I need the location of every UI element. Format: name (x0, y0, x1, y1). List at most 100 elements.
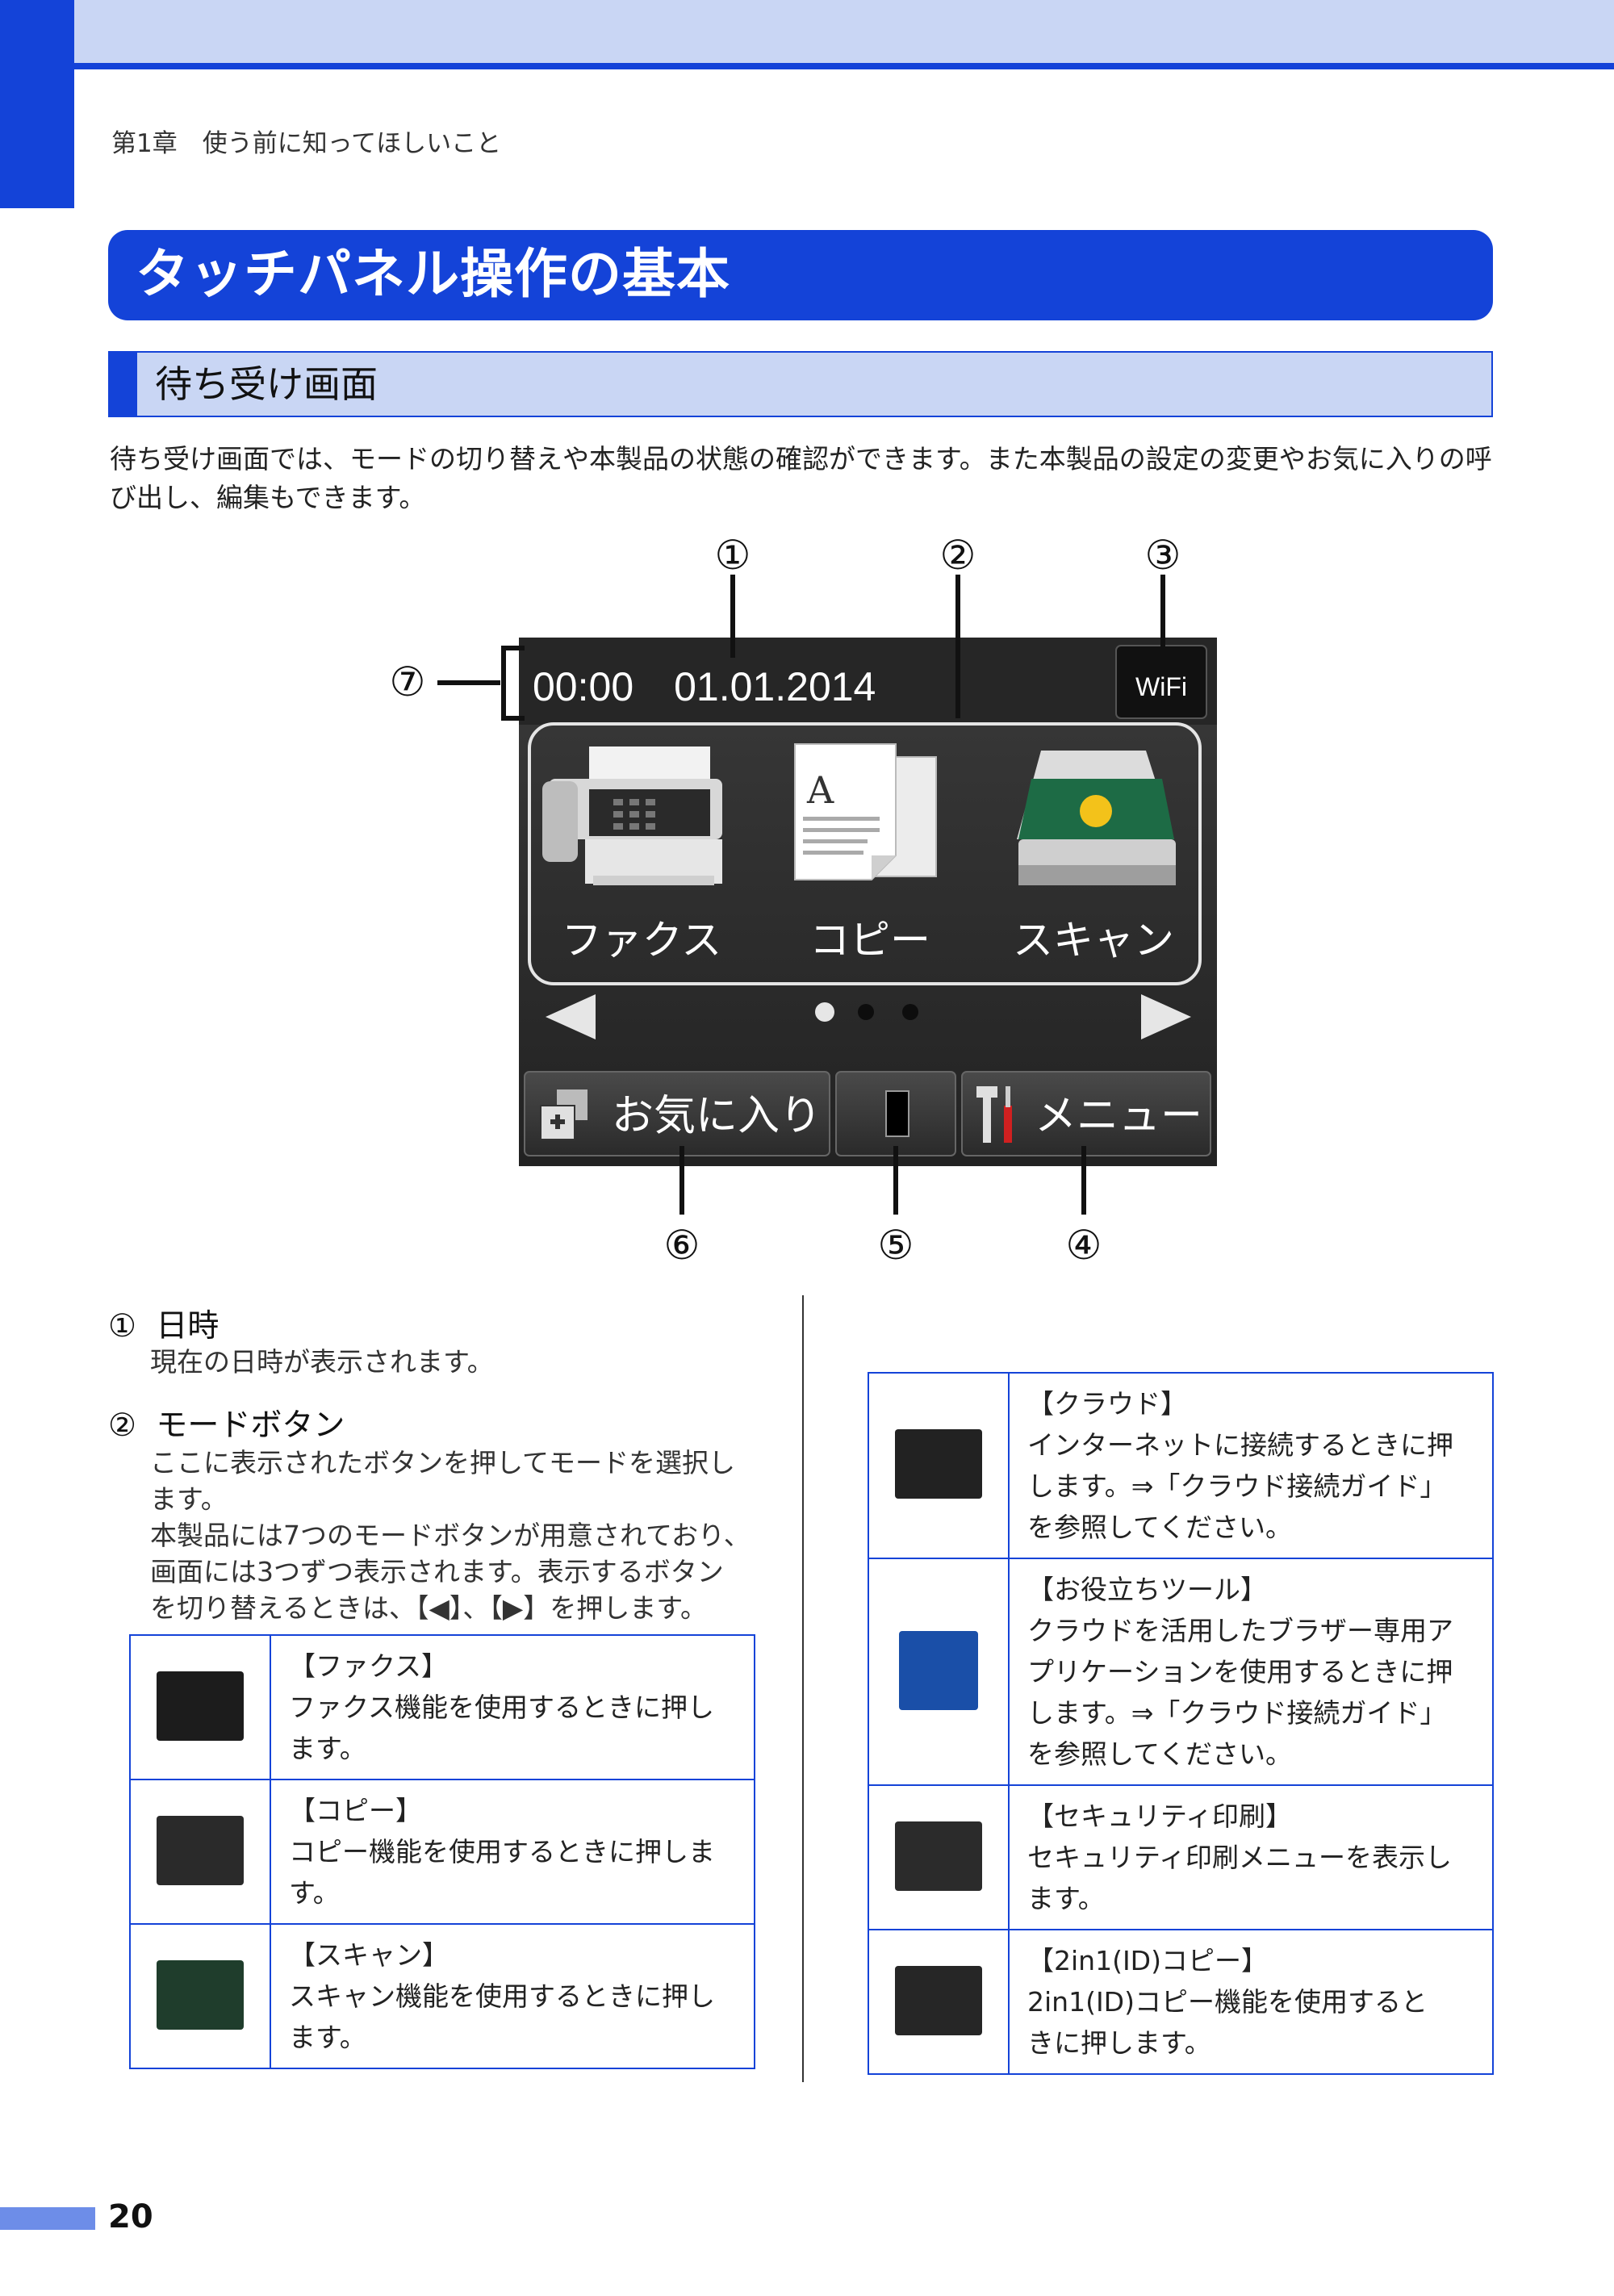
item-2-desc-line: を切り替えるときは、【◀】、【▶】を押します。 (150, 1592, 707, 1624)
intro-text: 待ち受け画面では、モードの切り替えや本製品の状態の確認ができます。また本製品の設… (110, 443, 1492, 513)
table-line: 【セキュリティ印刷】 (1027, 1800, 1293, 1832)
table-line: します。⇒「クラウド接続ガイド」 (1027, 1697, 1447, 1729)
item-2-title: モードボタン (156, 1407, 345, 1444)
column-divider (802, 1295, 804, 2082)
item-1-desc: 現在の日時が表示されます。 (150, 1346, 494, 1378)
chapter-tab (0, 0, 74, 208)
table-line: きに押します。 (1027, 2027, 1211, 2059)
item-2-desc-line: ここに表示されたボタンを押してモードを選択し (150, 1447, 736, 1478)
chapter-label: 第1章 使う前に知ってほしいこと (111, 129, 502, 158)
favorites-label: お気に入り (612, 1092, 822, 1140)
mode-table-right: 【クラウド】 インターネットに接続するときに押 します。⇒「クラウド接続ガイド」… (868, 1372, 1494, 2075)
screen-datetime: 00:00 01.01.2014 (533, 664, 876, 709)
table-icon-cell (129, 1634, 271, 1780)
table-icon-cell (129, 1779, 271, 1925)
item-1-heading: ① 日時 (108, 1301, 219, 1346)
page-title: タッチパネル操作の基本 (136, 243, 730, 305)
table-line: プリケーションを使用するときに押 (1027, 1656, 1453, 1687)
page-dot (902, 1004, 918, 1020)
callout-6: ⑥ (664, 1222, 700, 1269)
table-line: コピー機能を使用するときに押しま (289, 1836, 715, 1867)
fax-icon (157, 1671, 244, 1741)
ink-status-button[interactable] (835, 1071, 956, 1156)
table-row: 【お役立ちツール】 クラウドを活用したブラザー専用ア プリケーションを使用すると… (868, 1558, 1494, 1786)
table-icon-cell (868, 1929, 1010, 2075)
section-bar (108, 351, 1493, 417)
page-number-bar (0, 2207, 95, 2230)
next-arrow-icon[interactable] (1141, 994, 1191, 1039)
ink-cartridge-icon (885, 1090, 909, 1137)
table-line: セキュリティ印刷メニューを表示し (1027, 1842, 1453, 1873)
table-row: 【2in1(ID)コピー】 2in1(ID)コピー機能を使用すると きに押します… (868, 1929, 1494, 2075)
table-text-cell: 【コピー】 コピー機能を使用するときに押しま す。 (270, 1779, 755, 1925)
table-line: クラウドを活用したブラザー専用ア (1027, 1615, 1453, 1646)
item-2-desc-line: 画面には3つずつ表示されます。表示するボタン (150, 1556, 724, 1587)
page-number: 20 (108, 2198, 153, 2235)
favorites-add-icon (540, 1089, 587, 1140)
item-2-desc-line: ます。 (150, 1483, 228, 1515)
table-row: 【スキャン】 スキャン機能を使用するときに押し ます。 (129, 1923, 755, 2069)
table-line: ます。 (289, 1733, 366, 1764)
previous-arrow-icon[interactable] (546, 994, 596, 1039)
table-row: 【セキュリティ印刷】 セキュリティ印刷メニューを表示し ます。 (868, 1784, 1494, 1930)
section-marker (108, 351, 137, 417)
copy-mode-button[interactable]: A コピー (794, 743, 937, 964)
wrench-screwdriver-icon (976, 1086, 1012, 1143)
table-text-cell: 【お役立ちツール】 クラウドを活用したブラザー専用ア プリケーションを使用すると… (1008, 1558, 1494, 1786)
wifi-button[interactable]: WiFi (1115, 645, 1207, 719)
menu-label: メニュー (1035, 1092, 1202, 1140)
id-copy-icon (895, 1965, 982, 2035)
mode-table-left: 【ファクス】 ファクス機能を使用するときに押し ます。 【コピー】 コピー機能を… (129, 1634, 755, 2069)
svg-text:A: A (806, 768, 834, 812)
touch-panel-figure: 00:00 01.01.2014 WiFi ファクス A (390, 532, 1217, 1269)
fax-mode-label: ファクス (562, 917, 722, 964)
table-text-cell: 【クラウド】 インターネットに接続するときに押 します。⇒「クラウド接続ガイド」… (1008, 1372, 1494, 1559)
scan-mode-button[interactable]: スキャン (1013, 751, 1176, 964)
fax-mode-button[interactable]: ファクス (542, 747, 722, 964)
table-line: ファクス機能を使用するときに押し (289, 1692, 715, 1723)
table-text-cell: 【ファクス】 ファクス機能を使用するときに押し ます。 (270, 1634, 755, 1780)
table-line: ます。 (289, 2022, 366, 2053)
favorites-button[interactable]: お気に入り (524, 1071, 830, 1156)
scan-icon (157, 1959, 244, 2030)
top-band (0, 0, 1614, 63)
fax-icon (542, 747, 722, 885)
callout-7: ⑦ (390, 659, 426, 705)
title-bar (108, 230, 1493, 320)
table-text-cell: 【スキャン】 スキャン機能を使用するときに押し ます。 (270, 1923, 755, 2069)
table-line: 【コピー】 (289, 1795, 422, 1826)
callout-2: ② (940, 532, 976, 579)
table-text-cell: 【セキュリティ印刷】 セキュリティ印刷メニューを表示し ます。 (1008, 1784, 1494, 1930)
cloud-icon (895, 1429, 982, 1499)
table-row: 【クラウド】 インターネットに接続するときに押 します。⇒「クラウド接続ガイド」… (868, 1372, 1494, 1559)
table-icon-cell (868, 1558, 1010, 1786)
callout-5: ⑤ (878, 1222, 914, 1269)
wifi-label: WiFi (1135, 672, 1187, 701)
scan-mode-label: スキャン (1013, 917, 1174, 964)
table-line: 【2in1(ID)コピー】 (1027, 1945, 1268, 1976)
table-line: スキャン機能を使用するときに押し (289, 1980, 715, 2012)
item-1-number: ① (108, 1308, 136, 1345)
menu-button[interactable]: メニュー (961, 1071, 1211, 1156)
table-row: 【コピー】 コピー機能を使用するときに押しま す。 (129, 1779, 755, 1925)
callout-1: ① (715, 532, 751, 579)
table-line: を参照してください。 (1027, 1512, 1293, 1543)
copy-mode-label: コピー (809, 917, 930, 964)
table-line: します。⇒「クラウド接続ガイド」 (1027, 1470, 1447, 1502)
copy-icon: A (794, 743, 937, 880)
top-rule (74, 63, 1614, 69)
item-2-desc-line: 本製品には7つのモードボタンが用意されており、 (150, 1520, 751, 1551)
section-title: 待ち受け画面 (155, 362, 378, 406)
table-icon-cell (868, 1372, 1010, 1559)
table-line: 2in1(ID)コピー機能を使用すると (1027, 1986, 1428, 2018)
table-line: インターネットに接続するときに押 (1027, 1429, 1453, 1461)
page-dot (858, 1004, 874, 1020)
callout-4: ④ (1066, 1222, 1102, 1269)
callout-3: ③ (1145, 532, 1181, 579)
item-2-desc: ここに表示されたボタンを押してモードを選択し ます。 本製品には7つのモードボタ… (150, 1445, 780, 1626)
scan-icon (1017, 751, 1176, 885)
table-row: 【ファクス】 ファクス機能を使用するときに押し ます。 (129, 1634, 755, 1780)
table-line: ます。 (1027, 1883, 1105, 1914)
tools-icon (899, 1630, 978, 1710)
table-text-cell: 【2in1(ID)コピー】 2in1(ID)コピー機能を使用すると きに押します… (1008, 1929, 1494, 2075)
